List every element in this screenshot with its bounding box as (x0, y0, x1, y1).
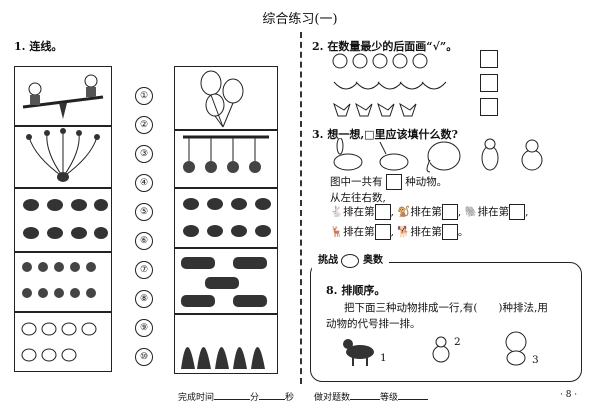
q2-fruits (330, 52, 450, 122)
animal-count-box[interactable] (385, 174, 402, 190)
cars-picture[interactable] (174, 248, 278, 314)
q8-line2: 动物的代号排一排。 (326, 318, 421, 330)
q1-left-column (14, 66, 112, 372)
q2-heading: 2. 在数量最少的后面画“√”。 (312, 40, 458, 53)
cat-picture[interactable] (426, 334, 456, 364)
q1-right-column (174, 66, 278, 374)
number-circle-1[interactable]: ① (135, 87, 153, 105)
answer-box-bananas[interactable] (480, 74, 498, 92)
goat-picture[interactable] (340, 334, 384, 368)
challenge-badge: 挑战 奥数 (312, 252, 389, 270)
lion-picture[interactable] (500, 330, 532, 366)
rabbit-icon: 🐇 (330, 206, 344, 218)
number-circle-7[interactable]: ⑦ (135, 261, 153, 279)
correct-count-blank[interactable] (350, 399, 381, 400)
swing-dolls-picture[interactable] (174, 130, 278, 188)
answer-box-apples[interactable] (480, 50, 498, 68)
challenge-badge-right: 奥数 (362, 255, 383, 266)
q3-line1-prefix: 图中一共有 (330, 176, 383, 188)
number-circle-3[interactable]: ③ (135, 145, 153, 163)
column-divider (300, 32, 302, 384)
dog-rank-box[interactable] (441, 224, 458, 240)
q3-heading: 3. 想一想,□里应该填什么数? (312, 128, 458, 141)
monkey-rank-box[interactable] (441, 204, 458, 220)
q3-rank-row1: 🐇排在第, 🐒排在第, 🐘排在第, (330, 204, 529, 220)
balloons-picture[interactable] (174, 66, 278, 130)
flowers-picture[interactable] (14, 252, 112, 312)
page-number: · 8 · (560, 390, 578, 400)
page-title: 综合练习(一) (262, 12, 338, 27)
q3-rank-row2: 🦌排在第, 🐕排在第。 (330, 224, 469, 240)
number-circle-9[interactable]: ⑨ (135, 319, 153, 337)
minutes-blank[interactable] (214, 399, 251, 400)
dog-icon: 🐕 (397, 226, 411, 238)
q8-line1: 把下面三种动物排成一行,有( )种排法,用 (344, 302, 548, 314)
seesaw-children-picture[interactable] (14, 66, 112, 126)
challenge-badge-left: 挑战 (318, 255, 338, 266)
q3-animals (326, 137, 556, 174)
elephant-icon: 🐘 (464, 206, 478, 218)
number-circle-5[interactable]: ⑤ (135, 203, 153, 221)
q3-line1-suffix: 种动物。 (405, 176, 448, 188)
animal-label-3: 3 (532, 354, 539, 366)
answer-box-tulips[interactable] (480, 98, 498, 116)
animal-label-1: 1 (380, 352, 387, 364)
footer-score: 做对题数等级 (314, 390, 429, 403)
deer-icon: 🦌 (330, 226, 344, 238)
number-circle-2[interactable]: ② (135, 116, 153, 134)
monkey-icon: 🐒 (397, 206, 411, 218)
grade-blank[interactable] (398, 399, 429, 400)
seconds-blank[interactable] (259, 399, 286, 400)
plants-picture[interactable] (14, 188, 112, 252)
animal-label-2: 2 (454, 336, 461, 348)
elephant-rank-box[interactable] (509, 204, 526, 220)
q8-heading: 8. 排顺序。 (326, 284, 386, 297)
q3-line1: 图中一共有 种动物。 (330, 174, 447, 190)
number-circle-4[interactable]: ④ (135, 174, 153, 192)
number-circle-6[interactable]: ⑥ (135, 232, 153, 250)
number-circle-10[interactable]: ⑩ (135, 348, 153, 366)
challenge-box (310, 262, 582, 382)
q1-heading: 1. 连线。 (14, 40, 63, 53)
footer-completion: 完成时间分秒 (178, 393, 295, 403)
planet-icon (341, 253, 360, 268)
q3-line2: 从左往右数, (330, 192, 386, 204)
bushes-picture[interactable] (174, 314, 278, 374)
chicks-picture[interactable] (14, 312, 112, 372)
rabbit-rank-box[interactable] (374, 204, 391, 220)
peacock-picture[interactable] (14, 126, 112, 188)
number-circle-8[interactable]: ⑧ (135, 290, 153, 308)
plants-picture-right[interactable] (174, 188, 278, 248)
deer-rank-box[interactable] (374, 224, 391, 240)
